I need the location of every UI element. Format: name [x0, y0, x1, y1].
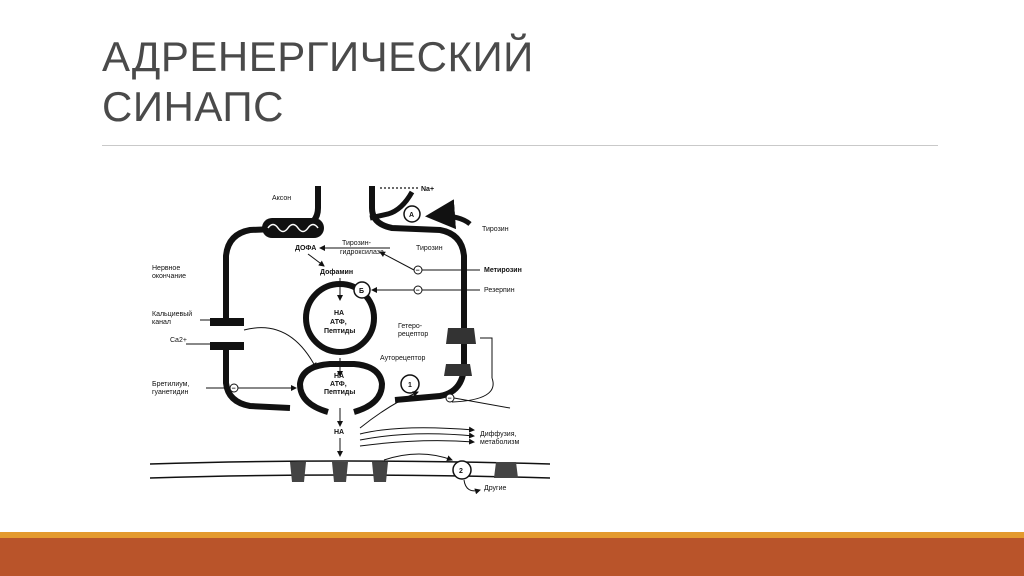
axon-channel [262, 218, 324, 238]
label-na-release: НА [334, 429, 344, 436]
label-vesicle1-na: НА [334, 310, 344, 317]
label-ca: Ca2+ [170, 337, 187, 344]
label-tyrosine-right: Тирозин [482, 226, 509, 233]
label-bretylium-1: Бретилиум, [152, 381, 189, 388]
label-diffusion-1: Диффузия, [480, 431, 517, 438]
title-divider [102, 145, 938, 146]
label-others: Другие [484, 485, 507, 492]
postsynaptic-receptor-2 [332, 462, 348, 482]
pump-1 [400, 374, 420, 394]
footer-accent-bar [0, 532, 1024, 538]
slide-title: АДРЕНЕРГИЧЕСКИЙ СИНАПС [102, 32, 534, 132]
label-calcium-channel-2: канал [152, 319, 171, 326]
label-diffusion-2: метаболизм [480, 438, 519, 446]
label-metyrosine: Метирозин [484, 267, 522, 274]
releasing-vesicle [296, 361, 386, 415]
pump-2 [452, 460, 472, 480]
label-calcium-channel-1: Кальциевый [152, 310, 192, 318]
title-line-2: СИНАПС [102, 83, 284, 130]
label-dopa: ДОФА [295, 245, 316, 252]
minus-reserpine: − [416, 288, 420, 295]
label-hetero-1: Гетеро- [398, 323, 423, 330]
label-nerve-ending-1: Нервное [152, 265, 180, 272]
minus-bretylium: − [232, 386, 236, 393]
label-vesicle1-atf: АТФ, [330, 319, 347, 326]
other-receptor [494, 462, 518, 478]
minus-metyrosine: − [416, 268, 420, 275]
label-axon: Аксон [272, 195, 291, 202]
pump-b [353, 281, 371, 299]
label-vesicle2-peptides: Пептиды [324, 389, 355, 396]
label-bretylium-2: гуанетидин [152, 389, 189, 396]
axon-membrane-right [369, 186, 467, 403]
label-tyrosine-hydroxylase-1: Тирозин- [342, 240, 372, 247]
axon-membrane-left-lower [223, 343, 291, 411]
postsynaptic-receptor-3 [372, 462, 388, 482]
postsynaptic-receptor-1 [290, 462, 306, 482]
label-vesicle2-atf: АТФ, [330, 381, 347, 388]
label-pump-b: Б [359, 288, 364, 295]
label-vesicle1-peptides: Пептиды [324, 328, 355, 335]
label-vesicle2-na: НА [334, 373, 344, 380]
label-nerve-ending-2: окончание [152, 273, 186, 280]
autoreceptor [444, 364, 472, 376]
footer-bar [0, 538, 1024, 576]
label-hetero-2: рецептор [398, 331, 428, 338]
label-pump-1: 1 [408, 382, 412, 389]
label-pump-2: 2 [459, 468, 463, 475]
minus-pump-1: − [448, 396, 452, 403]
hetero-receptor [446, 328, 476, 344]
postsynaptic-membrane [149, 460, 551, 465]
axon-membrane-left [223, 186, 321, 326]
label-autoreceptor: Ауторецептор [380, 355, 426, 362]
synapse-diagram: Аксон Na+ A Тирозин Тирозин- гидроксилаз… [149, 186, 551, 495]
label-dopamine: Дофамин [320, 269, 353, 276]
calcium-channel [210, 318, 244, 326]
label-reserpine: Резерпин [484, 287, 515, 294]
title-line-1: АДРЕНЕРГИЧЕСКИЙ [102, 33, 534, 80]
label-tyrosine-hydroxylase-2: гидроксилаза [340, 249, 384, 256]
label-pump-a: A [409, 212, 414, 219]
axon-wave-icon [267, 223, 319, 233]
label-na-plus: Na+ [421, 186, 434, 193]
label-tyrosine-inner: Тирозин [416, 245, 443, 252]
pump-a [403, 205, 421, 223]
